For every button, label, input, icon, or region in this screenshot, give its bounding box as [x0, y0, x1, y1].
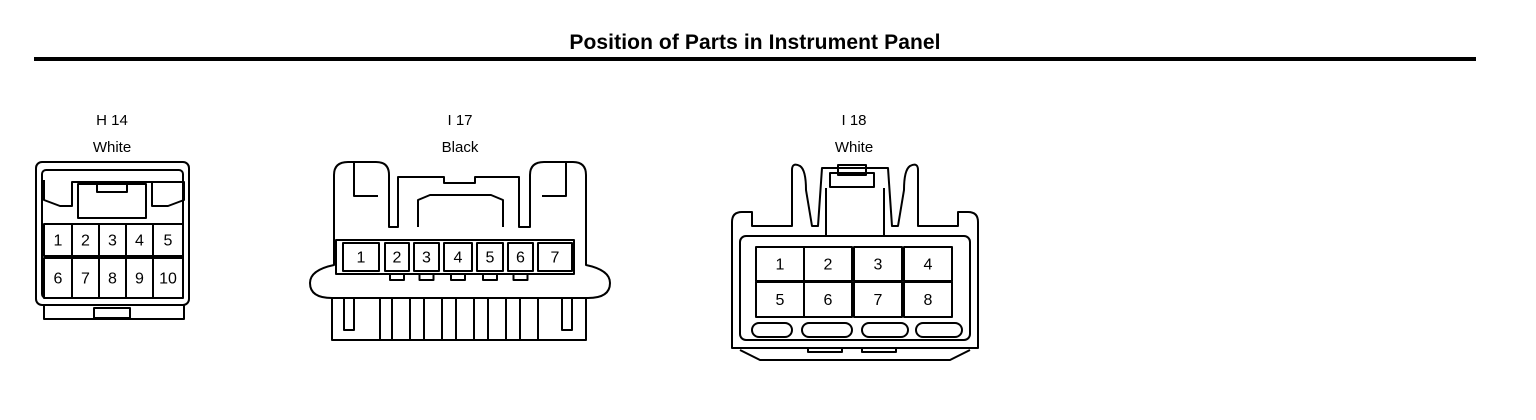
- connector-i18-pin: 8: [903, 281, 953, 318]
- connector-h14-color: White: [92, 139, 132, 156]
- connector-i17-id: I 17: [447, 112, 473, 129]
- connector-i18-pin: 7: [853, 281, 903, 318]
- connector-h14-pin: 10: [152, 257, 184, 299]
- connector-i17-pin: 5: [476, 242, 504, 272]
- pin-number: 2: [393, 250, 402, 267]
- connector-h14-id: H 14: [96, 112, 128, 129]
- connector-h14-pin: 3: [98, 223, 127, 257]
- connector-h14-pin: 1: [43, 223, 73, 257]
- pin-number: 1: [54, 233, 63, 250]
- pin-number: 3: [108, 233, 117, 250]
- connector-h14-pin: 5: [152, 223, 184, 257]
- connector-i18-pin: 2: [803, 246, 853, 282]
- pin-number: 5: [164, 233, 173, 250]
- connector-h14-pin: 9: [125, 257, 154, 299]
- pin-number: 1: [357, 250, 366, 267]
- pin-number: 6: [54, 271, 63, 288]
- pin-number: 8: [924, 292, 933, 309]
- connector-i17-pin: 3: [413, 242, 440, 272]
- pin-number: 2: [824, 257, 833, 274]
- connector-i18-color: White: [834, 139, 874, 156]
- connector-i17-pin: 1: [342, 242, 380, 272]
- pin-number: 3: [874, 257, 883, 274]
- connector-i17-pin: 4: [443, 242, 473, 272]
- connector-i18-pin: 6: [803, 281, 853, 318]
- pin-latch: [450, 273, 466, 281]
- connector-i18-pin: 4: [903, 246, 953, 282]
- connector-h14-pin: 2: [71, 223, 100, 257]
- connector-i18-housing: [731, 163, 979, 361]
- page-title: Position of Parts in Instrument Panel: [569, 31, 941, 54]
- pin-number: 8: [108, 271, 117, 288]
- pin-number: 9: [135, 271, 144, 288]
- pin-number: 7: [874, 292, 883, 309]
- pin-latch: [389, 273, 405, 281]
- connector-i17-color: Black: [441, 139, 479, 156]
- pin-number: 6: [824, 292, 833, 309]
- pin-number: 4: [135, 233, 144, 250]
- pin-number: 7: [551, 250, 560, 267]
- pin-latch: [482, 273, 498, 281]
- pin-latch: [418, 273, 435, 281]
- pin-number: 5: [776, 292, 785, 309]
- pin-latch: [512, 273, 529, 281]
- pin-number: 10: [159, 271, 177, 288]
- pin-number: 2: [81, 233, 90, 250]
- pin-number: 1: [776, 257, 785, 274]
- pin-number: 4: [924, 257, 933, 274]
- connector-i17-pin: 2: [384, 242, 410, 272]
- connector-i18-pin: 3: [853, 246, 903, 282]
- connector-h14-housing: [35, 161, 190, 320]
- connector-i18-pin: 5: [755, 281, 805, 318]
- title-divider: [34, 57, 1476, 61]
- connector-i18-pin: 1: [755, 246, 805, 282]
- connector-i17-pin: 6: [507, 242, 534, 272]
- connector-i18-id: I 18: [841, 112, 867, 129]
- connector-h14-pin: 4: [125, 223, 154, 257]
- pin-number: 3: [422, 250, 431, 267]
- pin-number: 4: [454, 250, 463, 267]
- pin-number: 6: [516, 250, 525, 267]
- pin-number: 7: [81, 271, 90, 288]
- pin-number: 5: [486, 250, 495, 267]
- connector-i17-pin: 7: [537, 242, 573, 272]
